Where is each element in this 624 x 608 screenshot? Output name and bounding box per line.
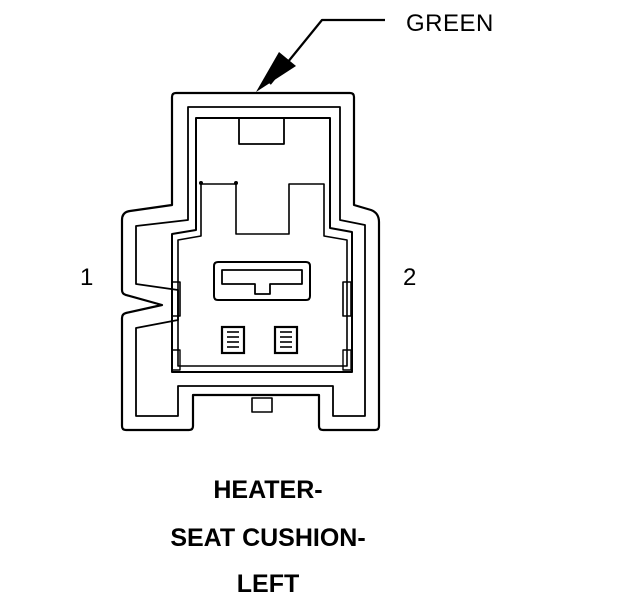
leader-line: [269, 18, 385, 85]
connector-housing-inner: [135, 106, 366, 417]
pin-label-1: 1: [80, 264, 94, 291]
side-detent-right: [342, 281, 352, 317]
key-slot: [213, 261, 311, 301]
connector-title-line-1: HEATER-: [213, 476, 323, 504]
side-detent-left: [171, 281, 181, 317]
latch-tab: [238, 117, 285, 145]
connector-title-line-2: SEAT CUSHION-: [170, 524, 366, 552]
connector-housing: [120, 91, 381, 432]
wire-color-label: GREEN: [406, 10, 494, 37]
pin-label-2: 2: [403, 264, 417, 291]
side-detent-low-right: [342, 349, 352, 371]
terminal-cavity: [171, 117, 353, 373]
bottom-stub: [251, 397, 273, 413]
arrow-head: [256, 52, 296, 92]
terminal-1: [220, 325, 246, 355]
side-detent-low-left: [171, 349, 181, 371]
connector-title-line-3: LEFT: [236, 570, 300, 598]
terminal-cavity-inner: [177, 183, 348, 367]
key-slot-inner: [221, 269, 303, 295]
terminal-2: [273, 325, 299, 355]
